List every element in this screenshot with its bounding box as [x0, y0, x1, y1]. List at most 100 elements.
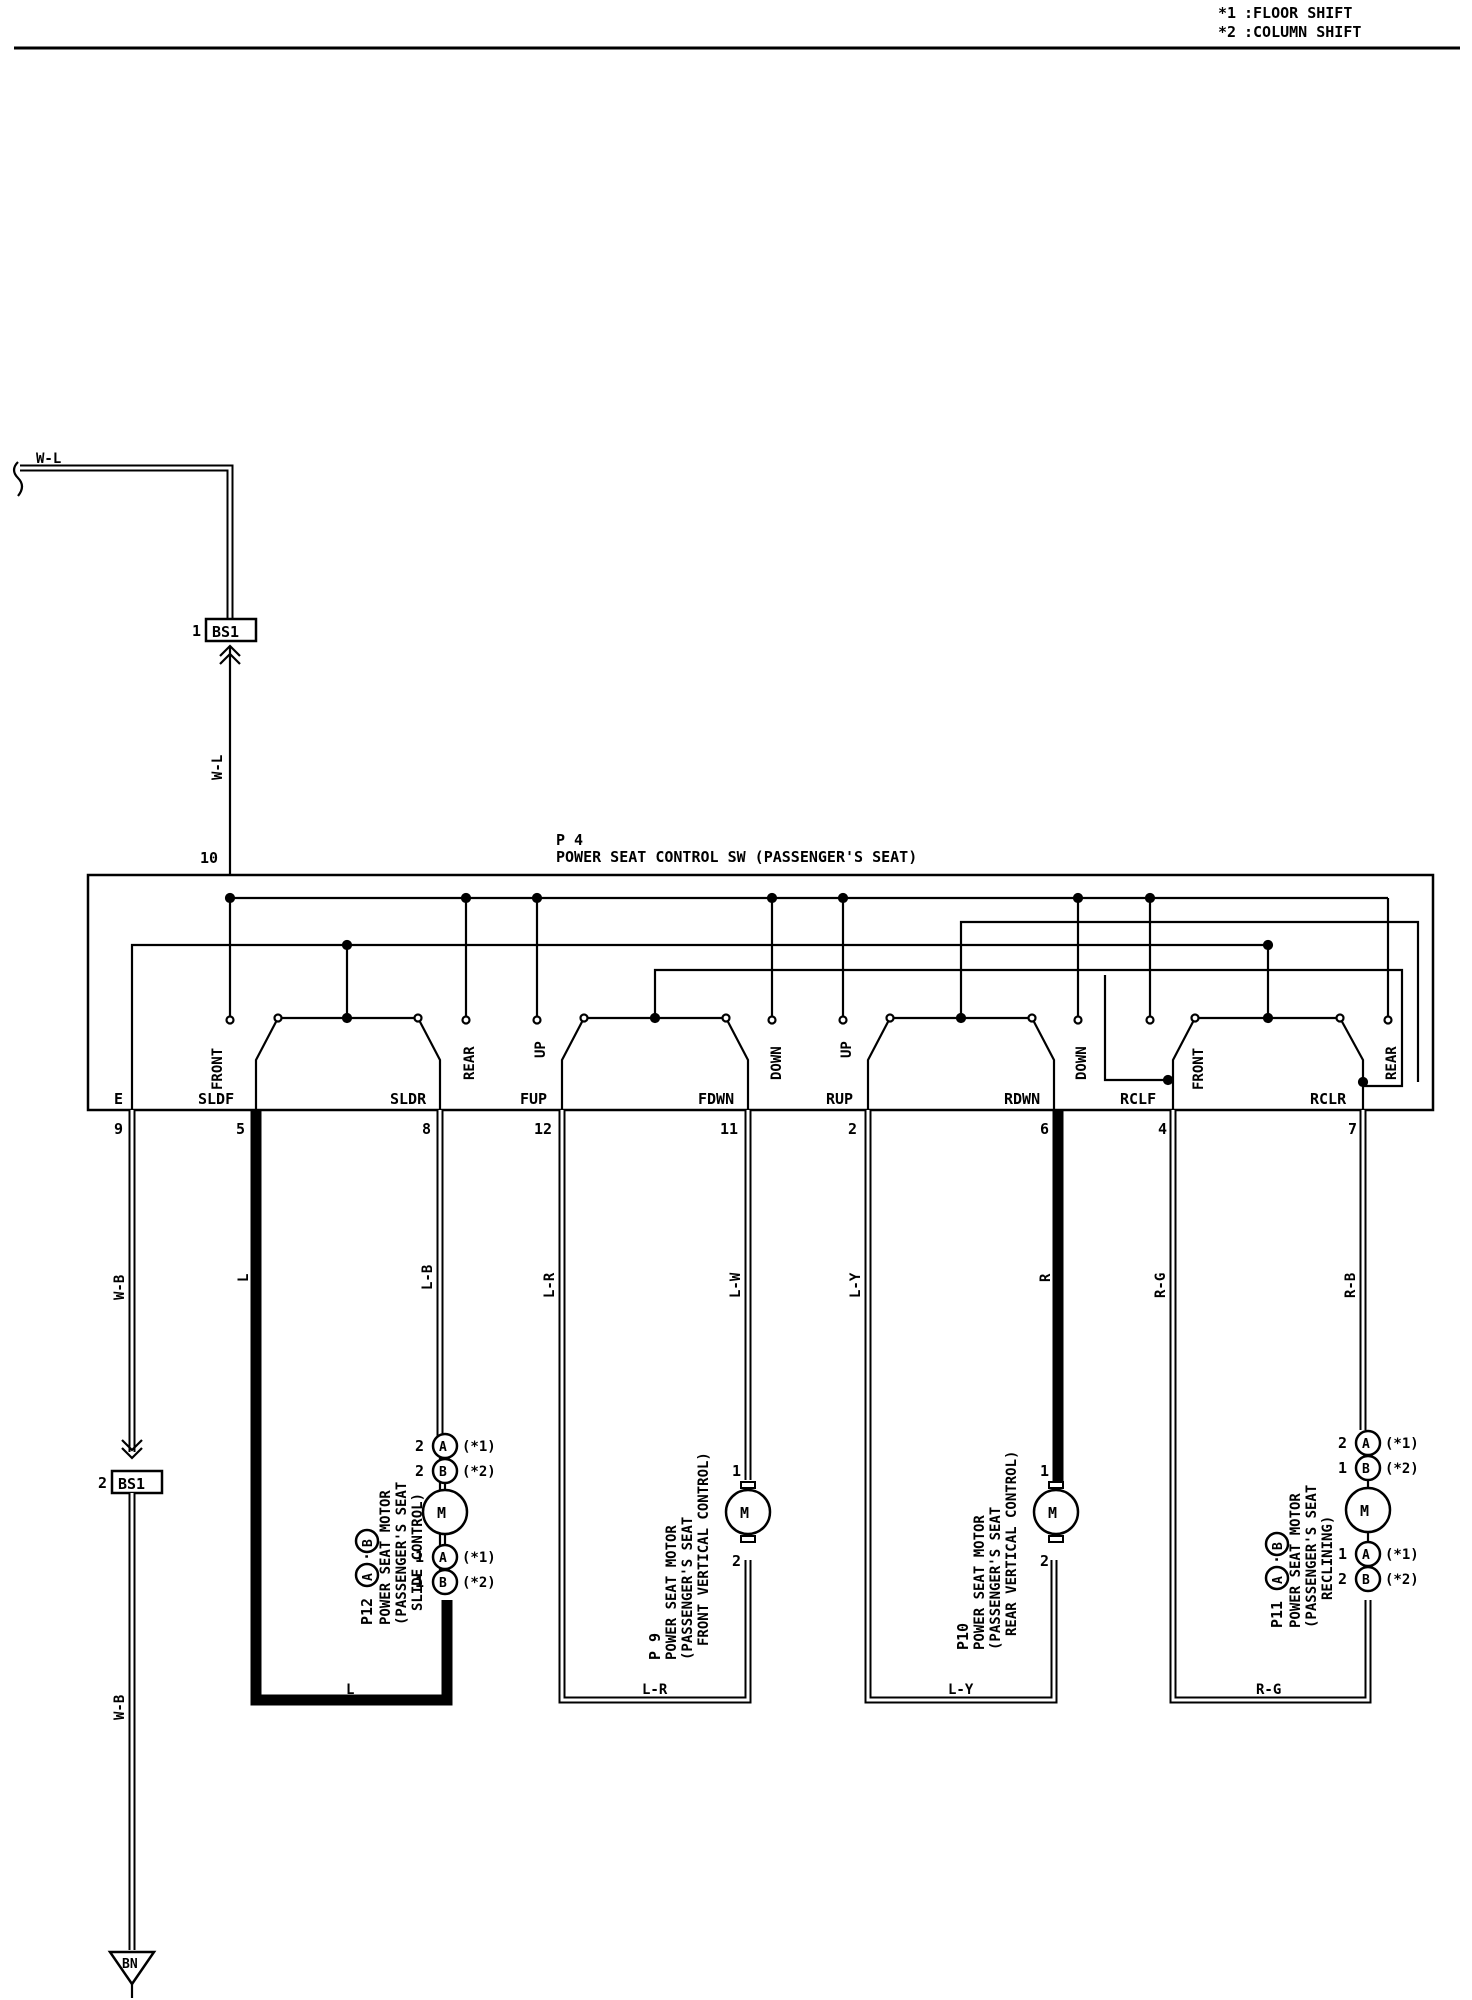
recline-motor: A 2 (*1) B 1 (*2) M A 1 (*1) B 2 (*2) P1… — [1264, 1429, 1419, 1628]
wire-label-recline-loop: R-G — [1256, 1682, 1281, 1698]
svg-text:1: 1 — [1040, 1462, 1049, 1480]
terminal-fup: FUP — [520, 1090, 547, 1108]
svg-text:2: 2 — [732, 1552, 741, 1570]
svg-text:2: 2 — [415, 1437, 424, 1455]
wire-label-w-b-lower: W-B — [112, 1695, 128, 1720]
wire-label-fdwn: L-W — [728, 1272, 744, 1298]
contact-down-front: DOWN — [769, 1046, 785, 1080]
svg-text:2: 2 — [1338, 1570, 1347, 1588]
pin-fdwn: 11 — [720, 1120, 738, 1138]
contact-rear-slide: REAR — [462, 1046, 478, 1080]
switch-body — [86, 873, 1435, 1112]
svg-text:1: 1 — [415, 1548, 424, 1566]
svg-text:A: A — [439, 1440, 447, 1455]
svg-text:A: A — [361, 1573, 376, 1581]
connector-bs1-bottom — [110, 1469, 164, 1495]
svg-text:A: A — [1362, 1437, 1370, 1452]
contact-down-rear: DOWN — [1074, 1046, 1090, 1080]
svg-text:1: 1 — [732, 1462, 741, 1480]
svg-text:B: B — [439, 1465, 447, 1480]
svg-text:(PASSENGER'S SEAT: (PASSENGER'S SEAT — [988, 1507, 1004, 1650]
wire-label-w-l-top: W-L — [36, 451, 61, 467]
wire-label-slide-loop: L — [346, 1682, 354, 1698]
wire-label-rup: L-Y — [848, 1272, 864, 1298]
contact-labels: FRONT REAR UP DOWN UP DOWN FRONT REAR — [210, 1041, 1400, 1090]
rear-vertical-motor-id: P10 — [954, 1623, 972, 1650]
terminal-rdwn: RDWN — [1004, 1090, 1040, 1108]
front-vertical-motor-symbol — [724, 1488, 772, 1536]
svg-text:(*1): (*1) — [462, 1439, 496, 1455]
terminal-fdwn: FDWN — [698, 1090, 734, 1108]
terminal-rclf: RCLF — [1120, 1090, 1156, 1108]
slide-motor-circuit: L L-B L — [236, 1110, 453, 1706]
svg-text:1: 1 — [415, 1573, 424, 1591]
svg-text:B: B — [439, 1576, 447, 1591]
svg-text:FRONT VERTICAL CONTROL): FRONT VERTICAL CONTROL) — [696, 1452, 712, 1646]
terminal-names: E SLDF SLDR FUP FDWN RUP RDWN RCLF RCLR — [114, 1090, 1347, 1108]
ground-label: BN — [122, 1957, 138, 1972]
note-key-1: *1 — [1218, 4, 1236, 22]
wire-label-w-b-upper: W-B — [112, 1275, 128, 1300]
pin-rclf: 4 — [1158, 1120, 1167, 1138]
svg-text:REAR VERTICAL CONTROL): REAR VERTICAL CONTROL) — [1004, 1451, 1020, 1636]
svg-text:B: B — [361, 1539, 376, 1547]
ground-symbol — [107, 1950, 157, 1987]
svg-text:POWER SEAT MOTOR: POWER SEAT MOTOR — [664, 1525, 680, 1660]
svg-text:B: B — [1362, 1462, 1370, 1477]
switch-power-pin: 10 — [200, 849, 218, 867]
input-wire: W-L — [12, 451, 234, 630]
wire-label-rclf: R-G — [1153, 1273, 1169, 1298]
terminal-sldf: SLDF — [198, 1090, 234, 1108]
rear-vertical-motor-symbol — [1032, 1488, 1080, 1536]
svg-text:A: A — [439, 1551, 447, 1566]
svg-text:M: M — [740, 1504, 749, 1522]
terminal-sldr: SLDR — [390, 1090, 427, 1108]
bs1-bottom-label: BS1 — [118, 1475, 145, 1493]
wire-break-mark — [12, 461, 24, 497]
svg-text:1: 1 — [1338, 1545, 1347, 1563]
svg-text:·: · — [1268, 1555, 1286, 1564]
svg-text:B: B — [1271, 1542, 1286, 1550]
recline-motor-id: P11 — [1268, 1601, 1286, 1628]
svg-text:·: · — [358, 1552, 376, 1561]
wire-label-front-loop: L-R — [642, 1682, 668, 1698]
contact-up-front: UP — [533, 1041, 549, 1058]
svg-text:RECLINING): RECLINING) — [1320, 1516, 1336, 1600]
svg-text:B: B — [1362, 1573, 1370, 1588]
svg-text:(*1): (*1) — [1385, 1547, 1419, 1563]
svg-text:POWER SEAT MOTOR: POWER SEAT MOTOR — [378, 1490, 394, 1625]
svg-text:(*2): (*2) — [1385, 1572, 1419, 1588]
wire-label-w-l-vertical: W-L — [210, 755, 226, 780]
svg-text:M: M — [437, 1504, 446, 1522]
slide-conn-b-bottom — [431, 1568, 459, 1596]
pin-sldr: 8 — [422, 1120, 431, 1138]
rear-vertical-motor: M 1 2 P10 POWER SEAT MOTOR (PASSENGER'S … — [954, 1451, 1080, 1650]
svg-text:1: 1 — [1338, 1459, 1347, 1477]
switch-contacts — [225, 1012, 1393, 1110]
bs1-top-label: BS1 — [212, 623, 239, 641]
svg-text:2: 2 — [415, 1462, 424, 1480]
shift-notes: *1 :FLOOR SHIFT *2 :COLUMN SHIFT — [1218, 4, 1361, 41]
svg-text:(PASSENGER'S SEAT: (PASSENGER'S SEAT — [680, 1517, 696, 1660]
svg-text:POWER SEAT MOTOR: POWER SEAT MOTOR — [972, 1515, 988, 1650]
switch-id: P 4 — [556, 831, 583, 849]
bs1-bottom-pin: 2 — [98, 1474, 107, 1492]
svg-text:M: M — [1048, 1504, 1057, 1522]
front-vertical-motor-id: P 9 — [646, 1633, 664, 1660]
svg-text:(*1): (*1) — [462, 1550, 496, 1566]
pin-e: 9 — [114, 1120, 123, 1138]
front-vertical-motor: M 1 2 P 9 POWER SEAT MOTOR (PASSENGER'S … — [646, 1452, 772, 1660]
wire-label-fup: L-R — [542, 1272, 558, 1298]
switch-ground-bus — [130, 920, 1420, 1110]
svg-text:2: 2 — [1040, 1552, 1049, 1570]
note-column-shift: :COLUMN SHIFT — [1244, 23, 1361, 41]
svg-text:M: M — [1360, 1502, 1369, 1520]
terminal-rup: RUP — [826, 1090, 853, 1108]
svg-text:A: A — [1362, 1548, 1370, 1563]
contact-front-slide: FRONT — [210, 1048, 226, 1090]
switch-power-bus — [224, 892, 1390, 1020]
contact-up-rear: UP — [839, 1041, 855, 1058]
note-key-2: *2 — [1218, 23, 1236, 41]
terminal-rclr: RCLR — [1310, 1090, 1347, 1108]
terminal-e: E — [114, 1090, 123, 1108]
